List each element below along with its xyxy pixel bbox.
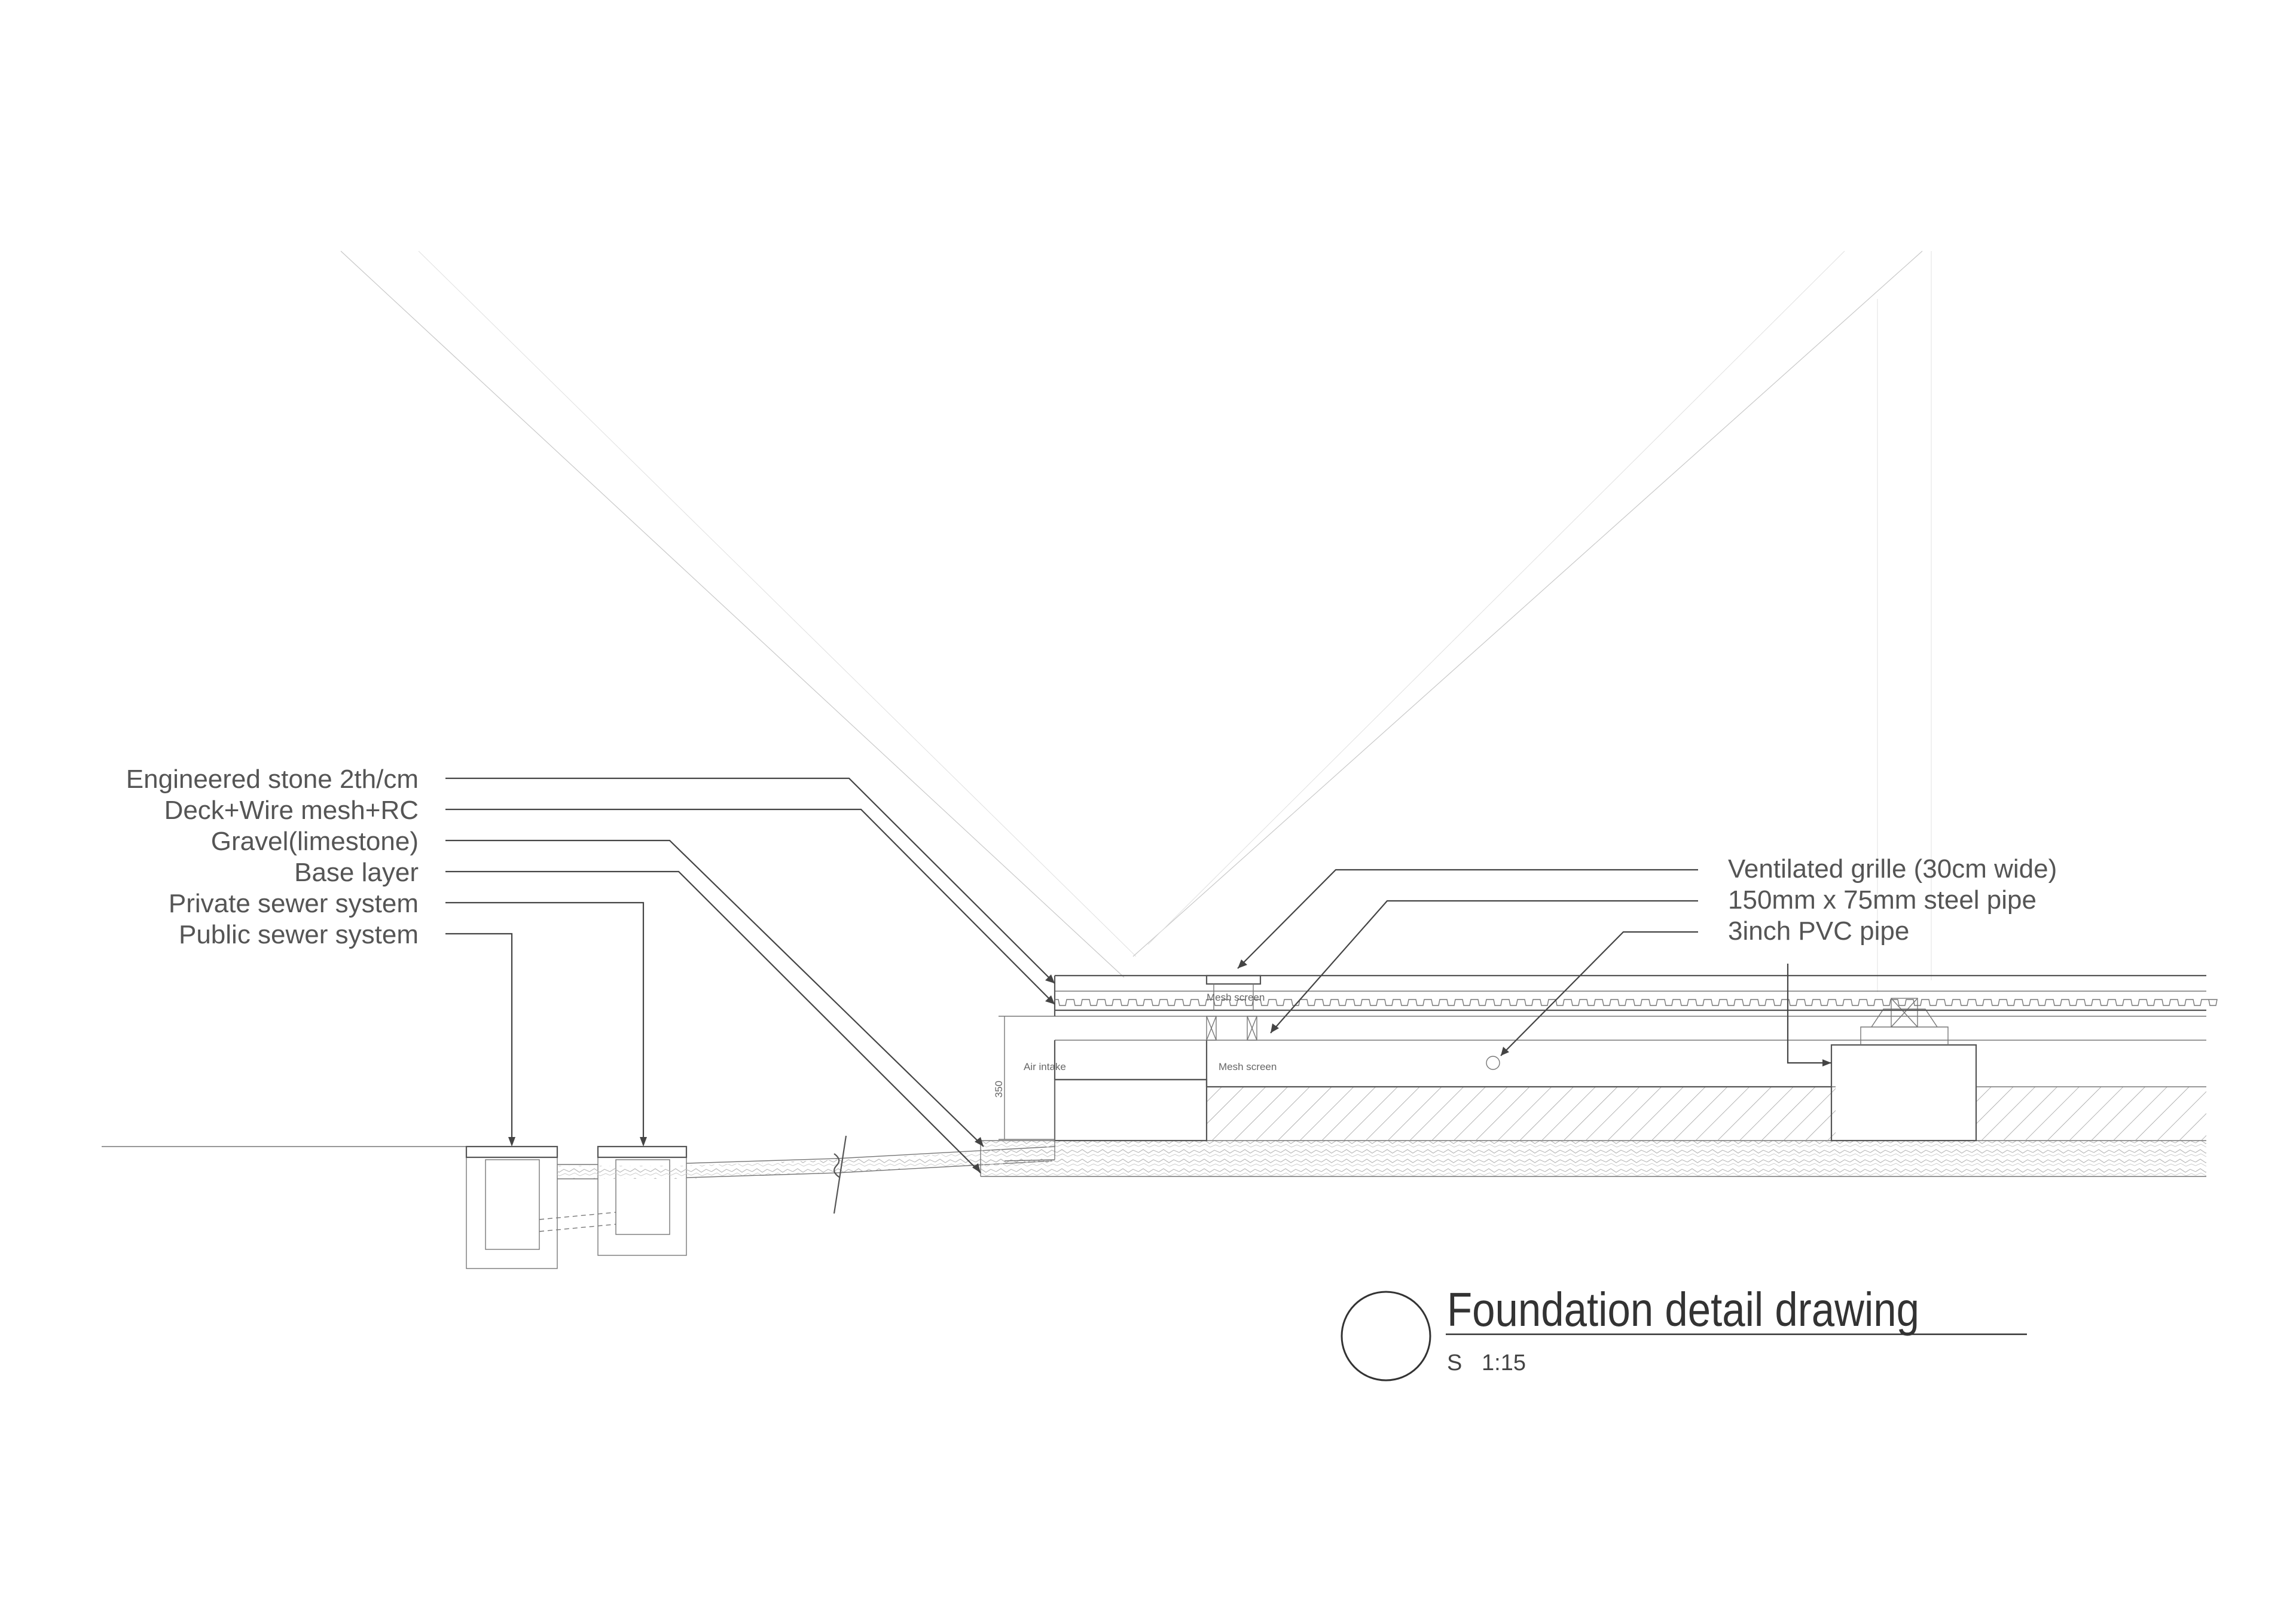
label-deck-wire-mesh: Deck+Wire mesh+RC: [164, 796, 419, 825]
mesh-screen-mid-label: Mesh screen: [1219, 1061, 1277, 1072]
base-layer: [980, 1140, 2206, 1177]
floor-slab: [1054, 974, 2218, 1088]
label-steel-pipe: 150mm x 75mm steel pipe: [1728, 885, 2037, 915]
left-arrowheads: [508, 974, 1055, 1173]
mesh-screen-top-label: Mesh screen: [1207, 992, 1265, 1003]
right-labels: Ventilated grille (30cm wide) 150mm x 75…: [1728, 854, 2057, 946]
label-engineered-stone: Engineered stone 2th/cm: [126, 765, 419, 794]
right-arrowheads: [1238, 959, 1831, 1066]
hatched-soil: [1207, 1086, 2206, 1141]
label-gravel: Gravel(limestone): [211, 827, 419, 856]
dimension-350-label: 350: [993, 1081, 1004, 1098]
label-private-sewer: Private sewer system: [169, 889, 419, 918]
private-sewer-pit: [597, 1145, 688, 1256]
drawing-title: Foundation detail drawing: [1447, 1283, 1919, 1336]
air-intake-label: Air intake: [1024, 1061, 1066, 1072]
construction-lines: [340, 250, 1932, 992]
public-sewer-pit: [465, 1145, 558, 1269]
label-pvc-pipe: 3inch PVC pipe: [1728, 916, 1909, 946]
dimension-350: [999, 1016, 1055, 1140]
label-public-sewer: Public sewer system: [179, 920, 419, 949]
sewer-connection-dashes: [539, 1212, 616, 1232]
pvc-pipe: [1486, 1056, 1500, 1070]
right-leaders: [1237, 869, 1831, 1064]
label-base-layer: Base layer: [294, 858, 419, 887]
section-letter: S: [1447, 1350, 1462, 1376]
left-labels: Engineered stone 2th/cm Deck+Wire mesh+R…: [126, 765, 419, 949]
right-pier-block: [1830, 998, 1977, 1142]
left-leaders: [445, 777, 1055, 1173]
label-ventilated-grille: Ventilated grille (30cm wide): [1728, 854, 2057, 884]
section-marker-circle: [1341, 1291, 1431, 1381]
drawing-scale: 1:15: [1482, 1350, 1526, 1376]
ventilated-grille: [1205, 974, 1262, 1041]
title-block: Foundation detail drawing S 1:15: [1341, 1283, 2027, 1381]
